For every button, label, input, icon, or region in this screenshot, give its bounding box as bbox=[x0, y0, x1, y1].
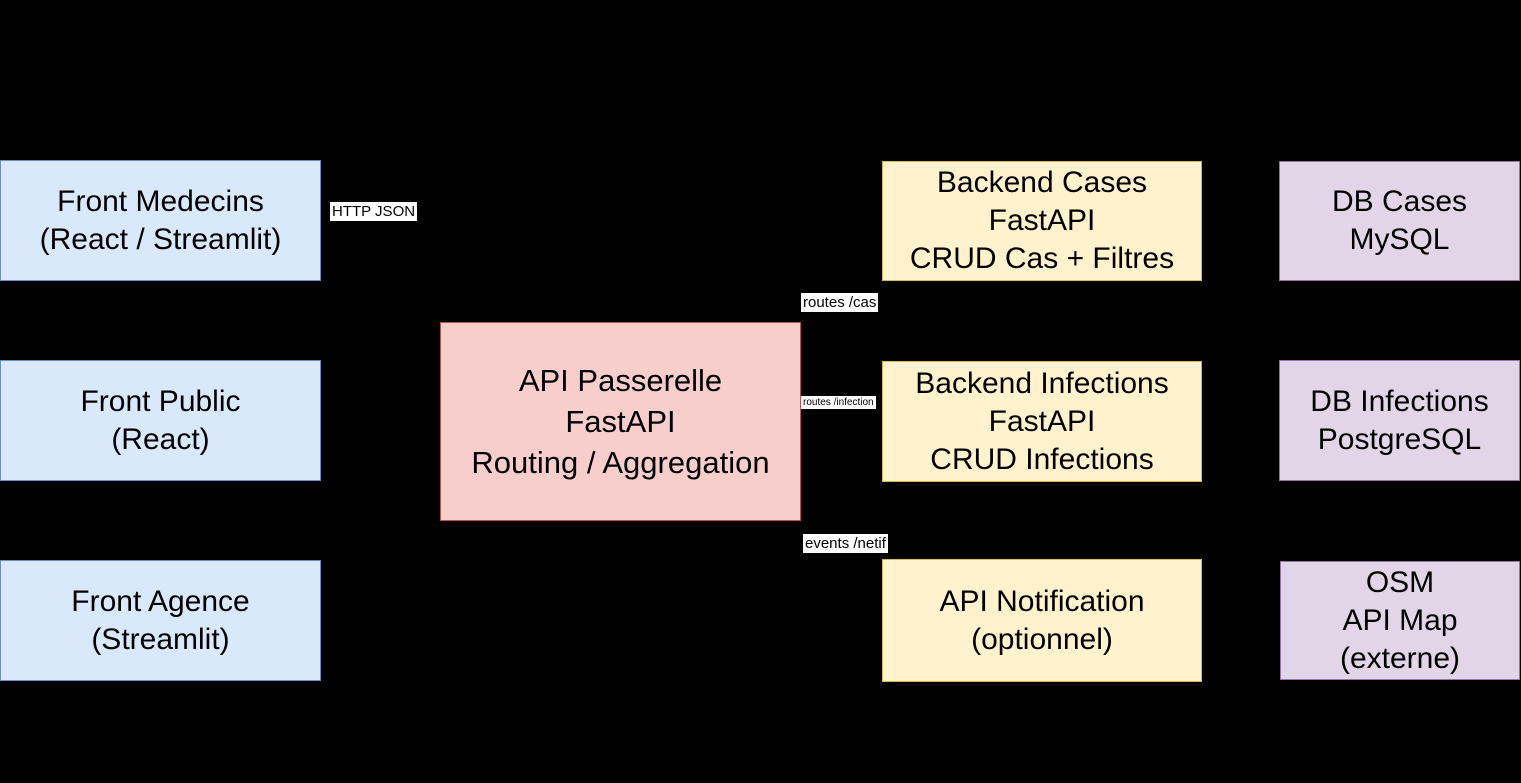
edge-label-events-netif: events /netif bbox=[803, 534, 888, 553]
node-backend-infections: Backend Infections FastAPI CRUD Infectio… bbox=[882, 361, 1202, 482]
edge-label-http-json: HTTP JSON bbox=[330, 202, 418, 221]
node-db-infections: DB Infections PostgreSQL bbox=[1279, 360, 1520, 481]
node-front-agence: Front Agence (Streamlit) bbox=[0, 560, 321, 681]
node-front-medecins: Front Medecins (React / Streamlit) bbox=[0, 160, 321, 281]
node-api-passerelle: API Passerelle FastAPI Routing / Aggrega… bbox=[440, 322, 801, 521]
node-api-notification: API Notification (optionnel) bbox=[882, 559, 1202, 682]
edge-label-routes-cas: routes /cas bbox=[801, 293, 879, 312]
node-backend-cases: Backend Cases FastAPI CRUD Cas + Filtres bbox=[882, 161, 1202, 281]
edge-label-routes-infection: routes /infection bbox=[801, 396, 876, 409]
node-front-public: Front Public (React) bbox=[0, 360, 321, 481]
node-db-cases: DB Cases MySQL bbox=[1279, 161, 1520, 281]
node-osm-api-map: OSM API Map (externe) bbox=[1280, 561, 1520, 680]
